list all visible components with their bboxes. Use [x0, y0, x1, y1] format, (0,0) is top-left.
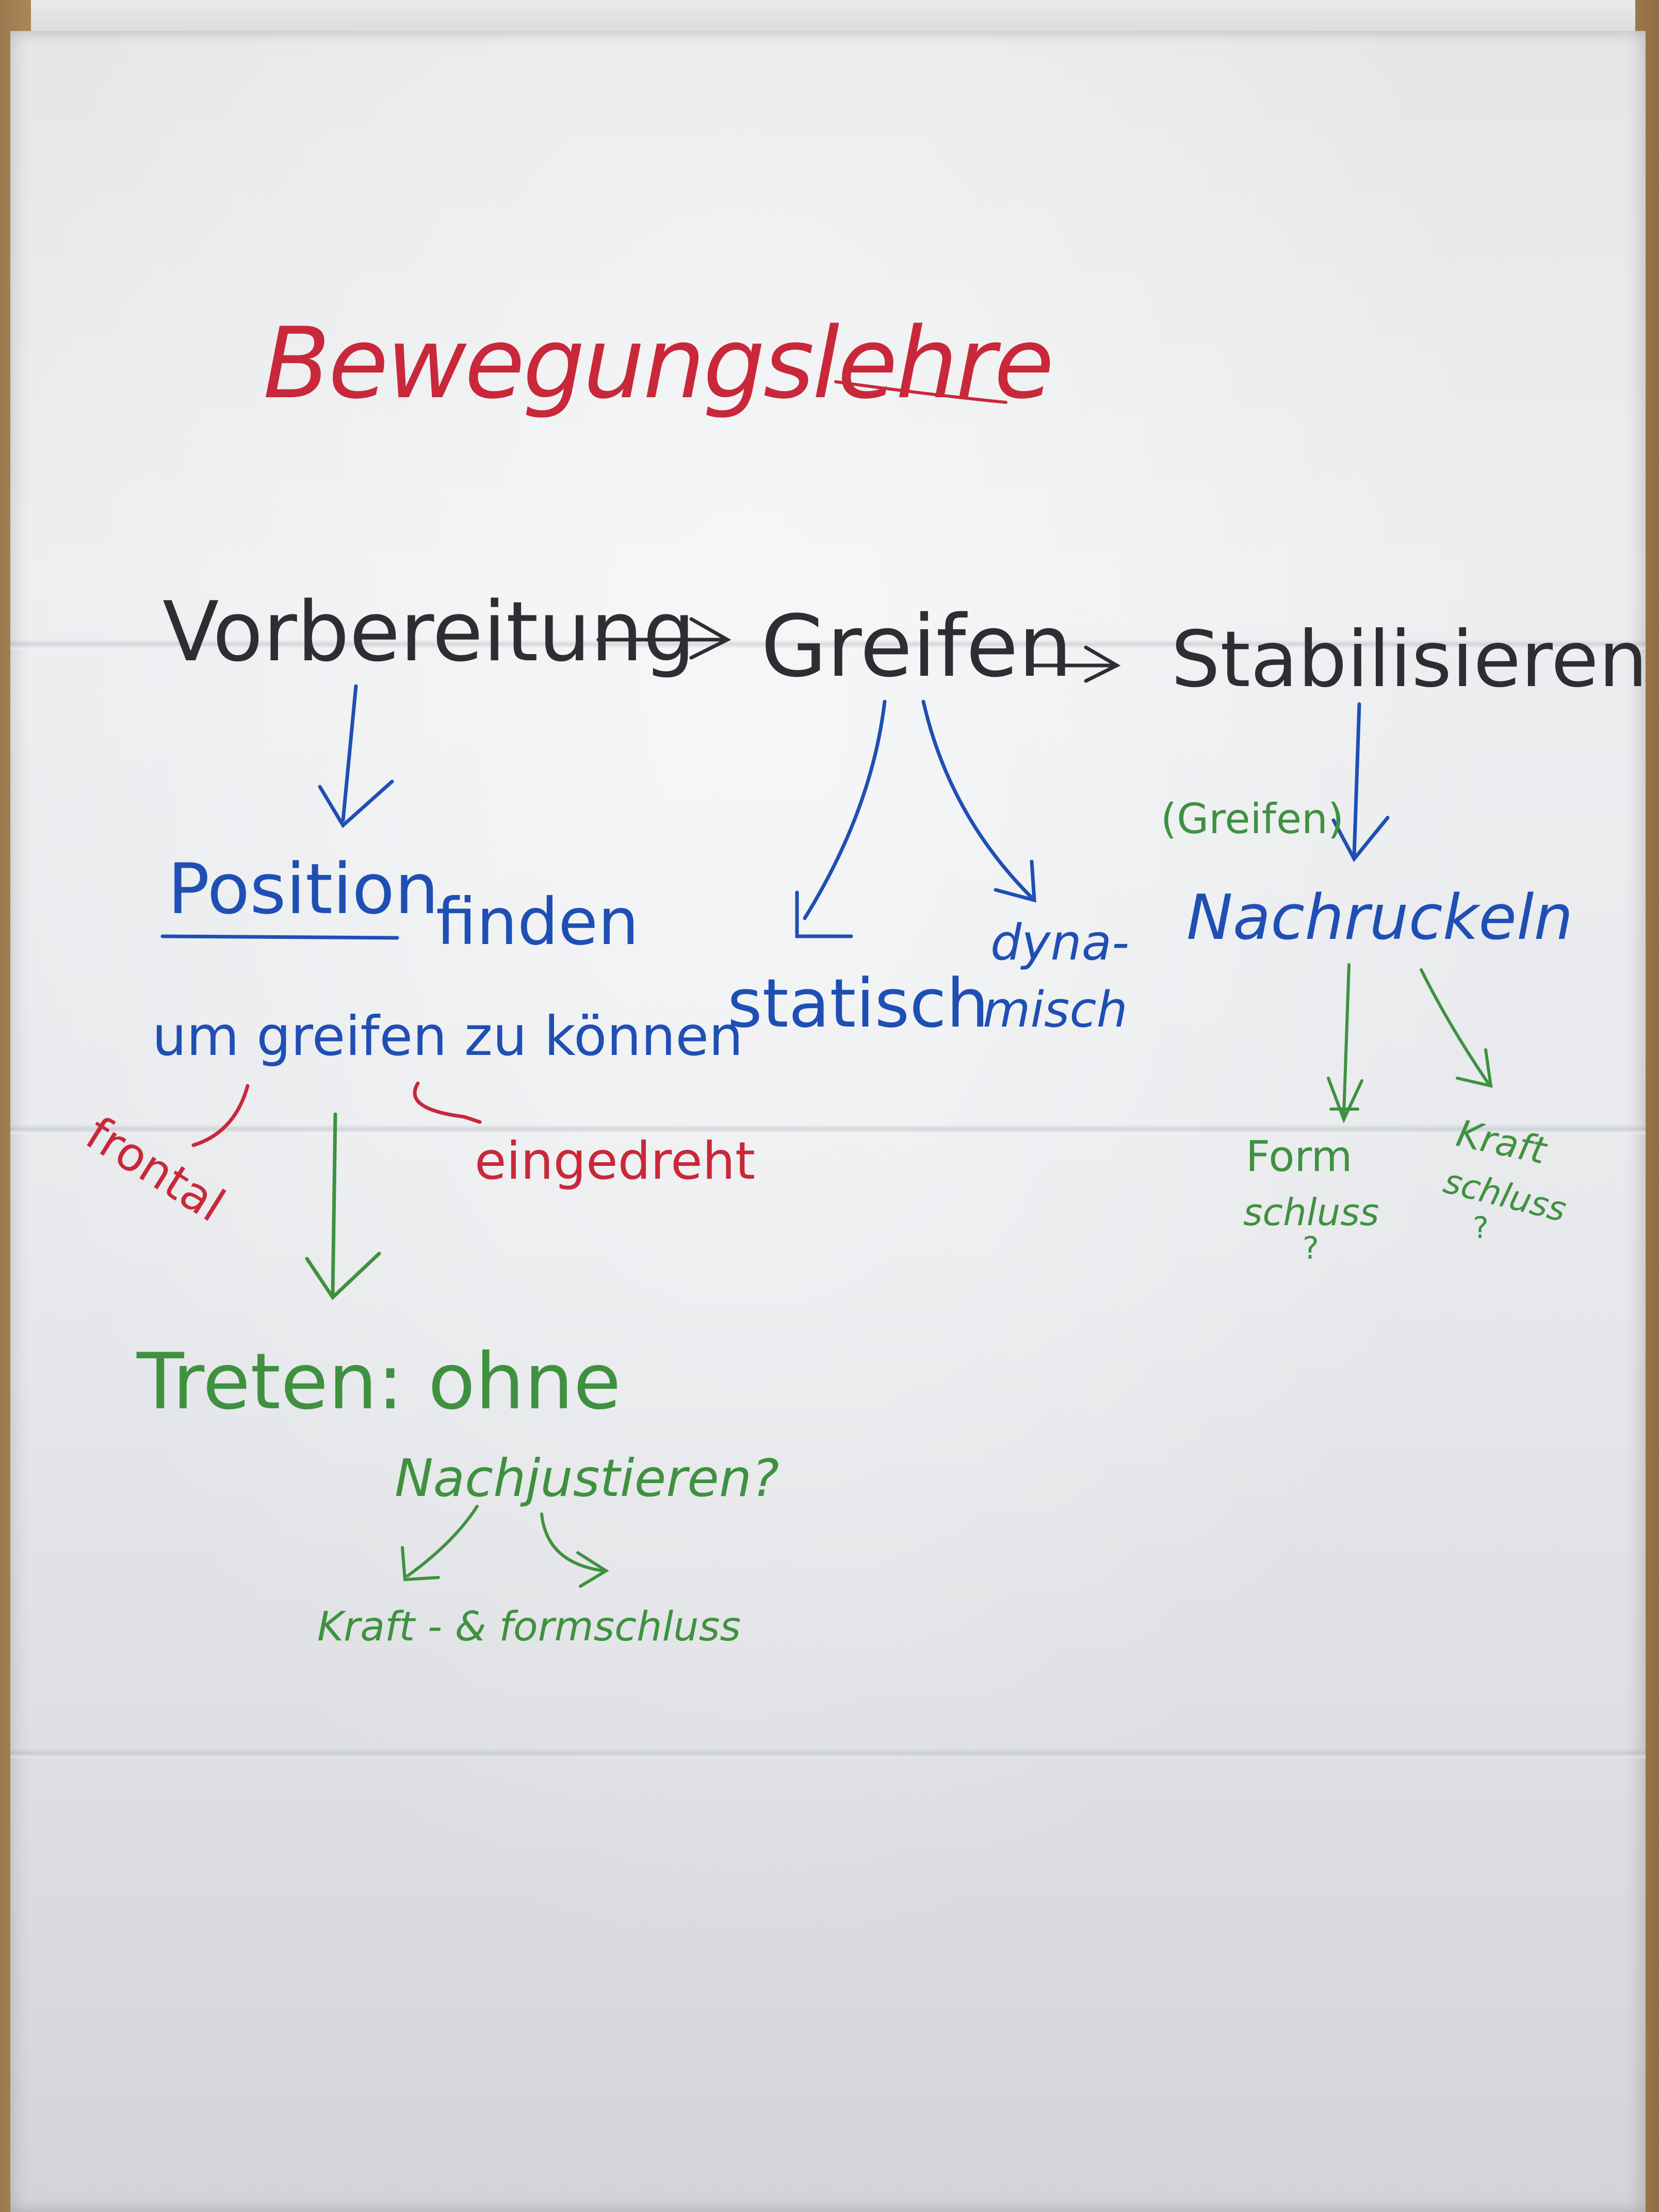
arrow-vorbereitung-down — [318, 684, 394, 828]
arrow-to-formschluss — [1327, 963, 1363, 1124]
label-schluss-1: schluss — [1243, 1191, 1379, 1234]
label-eingedreht: eingedreht — [475, 1131, 755, 1191]
arrow-greifen-stabilisieren — [1032, 645, 1121, 683]
label-nachruckeln: Nachruckeln — [1186, 882, 1573, 954]
label-kraft: Kraft — [1453, 1111, 1551, 1173]
paper-crease — [10, 1125, 1646, 1134]
label-statisch: statisch — [727, 964, 989, 1043]
arrow-stabilisieren-down — [1331, 702, 1390, 863]
label-dyna: dyna- — [990, 915, 1129, 971]
label-schluss-2: schluss — [1440, 1161, 1570, 1230]
label-greifen-paren: (Greifen) — [1161, 795, 1344, 843]
arrow-nachjustieren-left — [401, 1505, 479, 1582]
label-frontal: frontal — [76, 1107, 234, 1233]
label-kraft-formschluss: Kraft - & formschluss — [317, 1604, 741, 1650]
step-vorbereitung: Vorbereitung — [162, 583, 695, 680]
arrow-greifen-dynamisch — [921, 700, 1036, 903]
arrow-greifen-statisch — [795, 700, 887, 938]
label-question-1: ? — [1303, 1230, 1319, 1266]
label-finden: finden — [436, 885, 639, 959]
arrow-nachjustieren-right — [540, 1512, 609, 1588]
step-greifen: Greifen — [761, 597, 1072, 696]
label-misch: misch — [983, 982, 1128, 1038]
title-underline — [834, 380, 1007, 404]
label-position: Position — [168, 849, 439, 930]
bracket-eingedreht — [413, 1081, 482, 1124]
label-nachjustieren: Nachjustieren? — [395, 1448, 779, 1508]
arrow-to-kraftschluss — [1420, 968, 1493, 1088]
arrow-to-treten — [305, 1112, 381, 1300]
paper-crease — [10, 640, 1646, 649]
diagram-title: Bewegungslehre — [263, 306, 1052, 420]
step-stabilisieren: Stabilisieren — [1171, 615, 1648, 705]
label-um-greifen: um greifen zu können — [152, 1005, 743, 1068]
flipchart-paper — [10, 31, 1646, 2212]
position-underline — [160, 934, 399, 940]
arrow-vorbereitung-greifen — [596, 617, 731, 660]
label-form: Form — [1246, 1132, 1353, 1181]
label-question-2: ? — [1473, 1210, 1489, 1245]
paper-crease — [10, 1749, 1646, 1758]
bracket-frontal — [191, 1084, 250, 1147]
label-treten: Treten: ohne — [136, 1337, 621, 1427]
